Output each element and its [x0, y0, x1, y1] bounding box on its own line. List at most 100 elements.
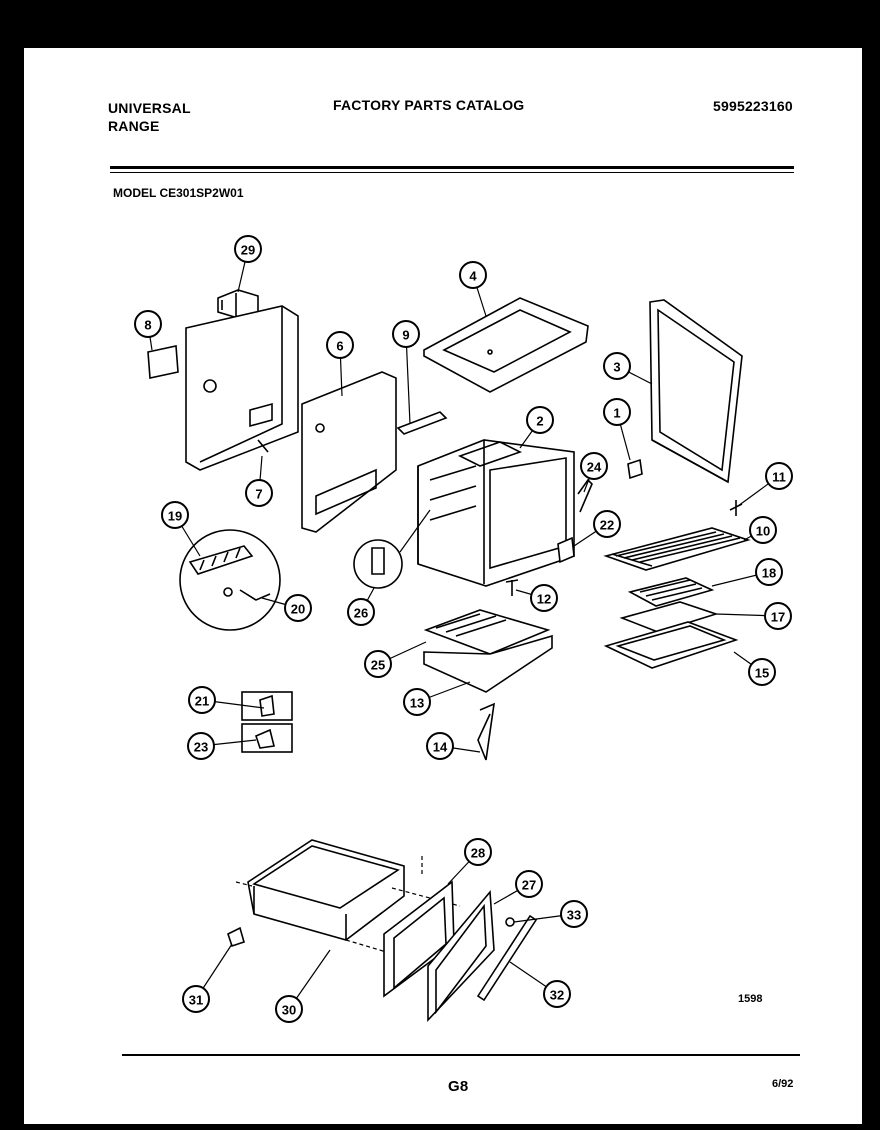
callout-circle-21 — [188, 686, 216, 714]
callout-6: 6 — [326, 331, 354, 397]
callout-circle-17 — [764, 602, 792, 630]
callout-circle-18 — [755, 558, 783, 586]
part-14-spring — [477, 702, 495, 761]
callout-label-22: 22 — [600, 518, 614, 533]
callout-circle-31 — [182, 985, 210, 1013]
part-3-door-frame — [649, 299, 743, 484]
callout-32: 32 — [509, 961, 571, 1008]
callout-circle-32 — [543, 980, 571, 1008]
callout-29: 29 — [234, 235, 262, 293]
callout-19: 19 — [161, 501, 201, 557]
part-21-box — [241, 691, 293, 721]
part-24-clip — [577, 478, 593, 513]
callout-8: 8 — [134, 310, 162, 351]
callout-circle-33 — [560, 900, 588, 928]
callout-12: 12 — [515, 584, 558, 612]
callout-label-1: 1 — [613, 406, 620, 421]
part-26-detail — [353, 509, 431, 589]
callout-circle-7 — [245, 479, 273, 507]
callout-circle-29 — [234, 235, 262, 263]
callout-21: 21 — [188, 686, 265, 714]
header-rule-thin — [110, 172, 794, 173]
callout-31: 31 — [182, 943, 233, 1013]
callout-label-24: 24 — [587, 460, 602, 475]
callout-circle-11 — [765, 462, 793, 490]
part-19-20-detail — [179, 529, 281, 631]
callout-label-29: 29 — [241, 243, 255, 258]
callout-28: 28 — [447, 838, 492, 885]
callout-label-19: 19 — [168, 509, 182, 524]
callout-circle-27 — [515, 870, 543, 898]
callout-label-20: 20 — [291, 602, 305, 617]
callout-9: 9 — [392, 320, 420, 425]
part-22-block — [557, 536, 575, 564]
callout-11: 11 — [737, 462, 793, 507]
callout-circle-23 — [187, 732, 215, 760]
callout-10: 10 — [743, 516, 777, 544]
callout-circle-9 — [392, 320, 420, 348]
part-25-base-plate — [423, 609, 551, 655]
catalog-number: 5995223160 — [713, 98, 793, 114]
callout-circle-22 — [593, 510, 621, 538]
callout-label-13: 13 — [410, 696, 424, 711]
catalog-title: FACTORY PARTS CATALOG — [333, 97, 525, 113]
callout-label-7: 7 — [255, 487, 262, 502]
part-30-drawer — [247, 839, 405, 941]
callout-circle-24 — [580, 452, 608, 480]
callout-circle-13 — [403, 688, 431, 716]
callout-label-18: 18 — [762, 566, 776, 581]
part-7-side-panel — [185, 305, 299, 471]
callout-circle-15 — [748, 658, 776, 686]
callout-label-15: 15 — [755, 666, 769, 681]
callout-circle-2 — [526, 406, 554, 434]
callout-circle-4 — [459, 261, 487, 289]
callout-3: 3 — [603, 352, 653, 385]
part-32-trim — [476, 914, 538, 1002]
callout-label-9: 9 — [402, 328, 409, 343]
callout-2: 2 — [519, 406, 554, 449]
callout-26: 26 — [347, 587, 375, 626]
callout-circle-20 — [284, 594, 312, 622]
part-8-cover — [147, 345, 179, 379]
callout-label-2: 2 — [536, 414, 543, 429]
callout-circle-30 — [275, 995, 303, 1023]
callout-circle-1 — [603, 398, 631, 426]
callout-20: 20 — [261, 594, 312, 622]
callout-24: 24 — [580, 452, 608, 493]
callout-circle-19 — [161, 501, 189, 529]
brand-line1: UNIVERSAL — [108, 100, 191, 116]
part-13-frame — [423, 634, 553, 693]
callout-27: 27 — [493, 870, 543, 905]
header-rule-thick — [110, 166, 794, 169]
callout-circle-6 — [326, 331, 354, 359]
callout-label-14: 14 — [433, 740, 448, 755]
callout-14: 14 — [426, 732, 481, 760]
callout-13: 13 — [403, 681, 471, 716]
page-number: G8 — [448, 1078, 469, 1095]
callout-circle-10 — [749, 516, 777, 544]
callout-label-12: 12 — [537, 592, 551, 607]
callout-18: 18 — [711, 558, 783, 587]
revision-date: 6/92 — [772, 1078, 794, 1090]
part-2-oven-body — [417, 439, 575, 587]
callout-label-3: 3 — [613, 360, 620, 375]
callout-label-32: 32 — [550, 988, 564, 1003]
callout-30: 30 — [275, 949, 331, 1023]
callout-label-31: 31 — [189, 993, 203, 1008]
part-28-panel — [383, 880, 455, 998]
part-12-pin — [505, 579, 519, 596]
part-18-broil-grid — [627, 577, 715, 607]
callout-25: 25 — [364, 641, 427, 678]
callout-label-33: 33 — [567, 908, 581, 923]
callout-33: 33 — [513, 900, 588, 928]
part-27-drawer-front — [427, 889, 495, 1023]
callout-label-25: 25 — [371, 658, 385, 673]
callout-1: 1 — [603, 398, 631, 461]
part-10-rack — [603, 527, 751, 571]
callout-label-21: 21 — [195, 694, 209, 709]
leader-line-9 — [405, 333, 411, 425]
callout-circle-25 — [364, 650, 392, 678]
callout-label-8: 8 — [144, 318, 151, 333]
callout-label-28: 28 — [471, 846, 485, 861]
